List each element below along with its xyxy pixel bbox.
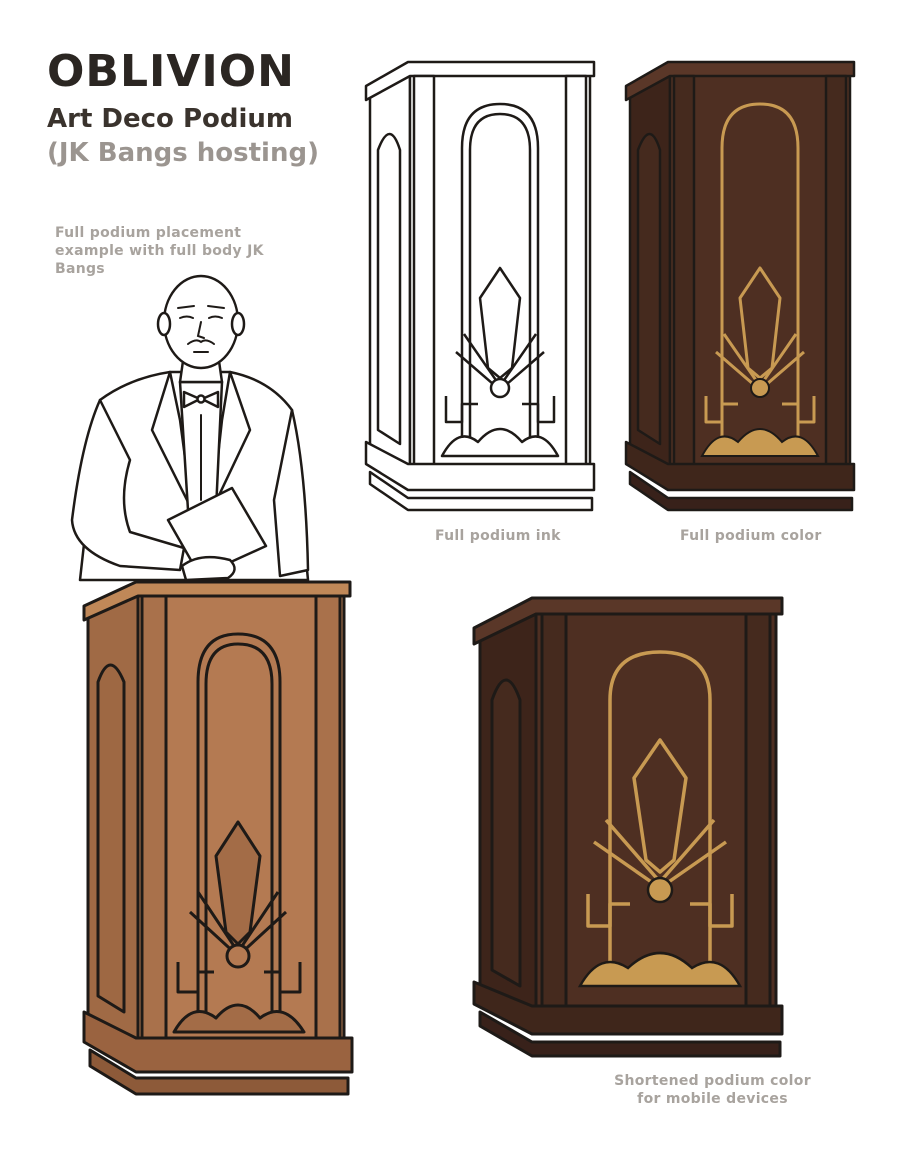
caption-ink: Full podium ink: [435, 528, 561, 544]
podium-ink-illustration: [364, 60, 596, 512]
caption-color: Full podium color: [680, 528, 822, 544]
page-subtitle: Art Deco Podium: [47, 104, 294, 134]
caption-shortened: Shortened podium color for mobile device…: [614, 1073, 811, 1107]
page-subtitle-secondary: (JK Bangs hosting): [47, 138, 319, 168]
podium-shortened-illustration: [472, 596, 784, 1058]
podium-color-illustration: [624, 60, 856, 512]
podium-placement-illustration: [82, 580, 354, 1096]
caption-placement: Full podium placement example with full …: [55, 225, 264, 277]
page-title: OBLIVION: [47, 46, 296, 97]
host-figure-illustration: [70, 274, 310, 582]
